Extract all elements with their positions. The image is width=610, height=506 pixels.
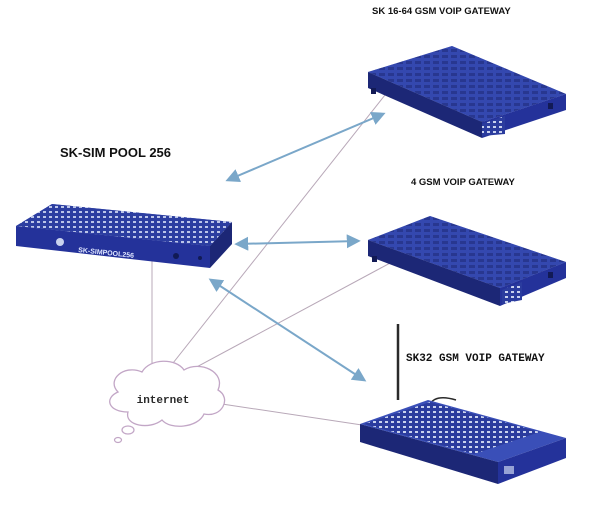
gateway-4-label: 4 GSM VOIP GATEWAY <box>411 177 515 188</box>
power-led-icon <box>56 238 64 246</box>
internet-label: internet <box>137 395 190 407</box>
line-cloud-gateway-32 <box>221 403 363 426</box>
gateway-4-device <box>368 216 566 306</box>
arrow-simpool-gateway-4 <box>234 234 361 251</box>
cloud-bubble-icon <box>113 436 123 444</box>
gateway-32-label: SK32 GSM VOIP GATEWAY <box>406 353 545 365</box>
gateway-32-device <box>360 324 566 484</box>
port-icon <box>198 256 202 260</box>
sim-pool-label: SK-SIM POOL 256 <box>60 145 171 160</box>
arrow-simpool-gateway-16-64 <box>225 111 386 183</box>
gateway-16-64-label: SK 16-64 GSM VOIP GATEWAY <box>372 6 511 17</box>
gateway-16-64-device <box>368 46 566 138</box>
port-icon <box>173 253 179 259</box>
internet-cloud: internet <box>109 360 226 444</box>
sim-pool-device: SK-SIMPOOL256 <box>16 204 232 268</box>
cloud-icon <box>109 360 226 427</box>
cloud-bubble-icon <box>121 425 135 435</box>
link-arrows <box>208 111 386 382</box>
arrow-simpool-gateway-32 <box>208 278 367 382</box>
